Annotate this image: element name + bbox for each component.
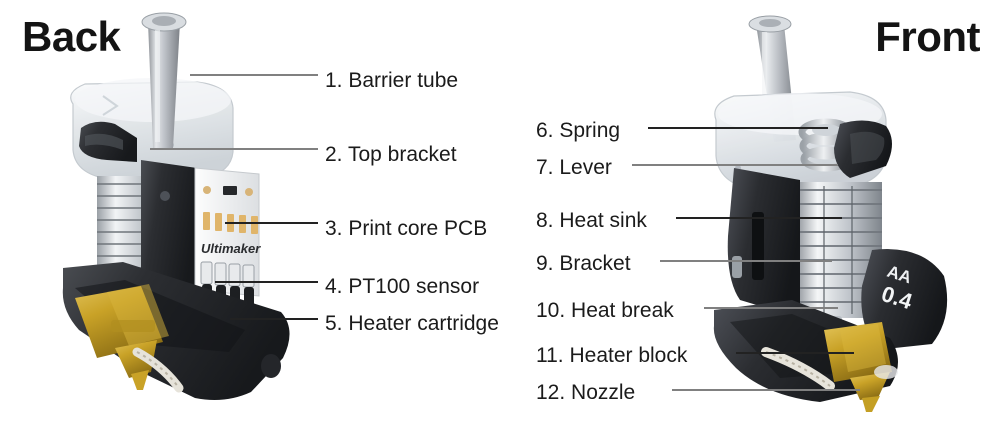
- callout-label-heat-break: 10. Heat break: [536, 299, 674, 322]
- callout-label-nozzle: 12. Nozzle: [536, 381, 636, 404]
- leader-line-8: [676, 217, 842, 219]
- bracket-shape: [141, 160, 197, 300]
- nozzle-shape: [761, 347, 898, 412]
- leader-line-4: [215, 281, 318, 283]
- leader-line-10: [704, 307, 838, 309]
- leader-line-9: [660, 260, 832, 262]
- barrier-tube-shape: [141, 12, 187, 148]
- leader-line-3: [225, 222, 318, 224]
- leader-line-7: [632, 164, 838, 166]
- leader-line-11: [736, 352, 854, 354]
- leader-line-12: [672, 389, 860, 391]
- print-core-back-photo: Ultimaker: [45, 0, 345, 425]
- callout-label-pt100-sensor: 4. PT100 sensor: [325, 275, 480, 298]
- page-title-front: Front: [875, 13, 980, 60]
- callout-label-heater-cartridge: 5. Heater cartridge: [325, 312, 499, 335]
- lever-shape: [79, 121, 137, 162]
- leader-line-2: [150, 148, 318, 150]
- lever-shape: [834, 120, 892, 178]
- print-core-pcb-shape: Ultimaker: [194, 167, 261, 297]
- callout-label-barrier-tube: 1. Barrier tube: [325, 69, 459, 92]
- leader-line-6: [648, 127, 828, 129]
- heater-block-shape: [75, 284, 169, 358]
- callout-label-top-bracket: 2. Top bracket: [325, 143, 457, 166]
- print-core-front-photo: AA 0.4: [700, 0, 1000, 425]
- leader-line-1: [190, 74, 318, 76]
- callout-label-heat-sink: 8. Heat sink: [536, 209, 647, 232]
- callout-label-heater-block: 11. Heater block: [536, 344, 688, 367]
- nozzle-size-marking: AA 0.4: [861, 249, 948, 350]
- heater-block-shape: [824, 322, 892, 382]
- callout-label-lever: 7. Lever: [536, 156, 612, 179]
- page-title-back: Back: [22, 13, 121, 60]
- pcb-brand-text: Ultimaker: [201, 241, 261, 256]
- nozzle-shape: [115, 340, 184, 393]
- callout-label-spring: 6. Spring: [536, 119, 621, 142]
- callout-label-print-core-pcb: 3. Print core PCB: [325, 217, 488, 240]
- callout-label-bracket: 9. Bracket: [536, 252, 631, 275]
- bracket-shape: [727, 168, 800, 318]
- leader-line-5: [230, 318, 318, 320]
